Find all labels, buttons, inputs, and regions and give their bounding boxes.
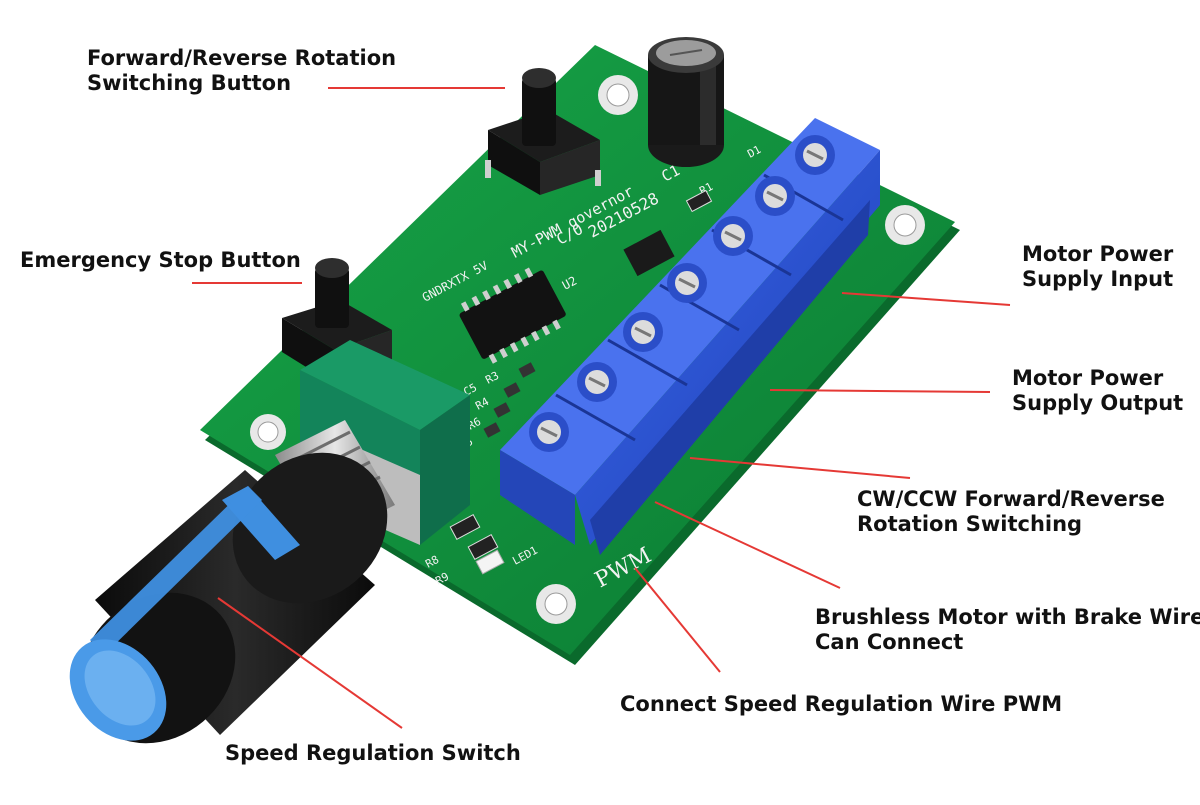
callout-text: CW/CCW Forward/Reverse: [857, 487, 1165, 511]
callout-forward-reverse-button: Forward/Reverse Rotation Switching Butto…: [87, 46, 396, 96]
callout-text: Speed Regulation Switch: [225, 741, 521, 765]
callout-motor-power-input: Motor Power Supply Input: [1022, 242, 1173, 292]
screw-icon: [795, 135, 835, 175]
callout-text: Can Connect: [815, 630, 964, 654]
screw-icon: [529, 412, 569, 452]
callout-text: Supply Output: [1012, 391, 1184, 415]
leader-line-speed-switch: [217, 597, 403, 729]
mounting-hole-icon: [250, 414, 286, 450]
leader-line-brake-wire: [654, 501, 841, 589]
callout-text: Switching Button: [87, 71, 292, 95]
speed-regulation-knob[interactable]: [50, 422, 418, 775]
screw-icon: [755, 176, 795, 216]
callout-brake-wire: Brushless Motor with Brake Wire Can Conn…: [815, 605, 1200, 655]
silkscreen-r3: R3: [483, 369, 501, 387]
leader-line-cw-ccw: [689, 457, 911, 479]
screw-icon: [713, 216, 753, 256]
mounting-hole-icon: [536, 584, 576, 624]
callout-motor-power-output: Motor Power Supply Output: [1012, 366, 1183, 416]
silkscreen-u2: U2: [560, 274, 579, 293]
forward-reverse-button[interactable]: [485, 68, 601, 195]
screw-icon: [623, 312, 663, 352]
callout-text: Forward/Reverse Rotation: [87, 46, 397, 70]
callout-speed-switch: Speed Regulation Switch: [225, 741, 521, 766]
leader-line-motor-input: [841, 292, 1011, 306]
silkscreen-d1: D1: [745, 143, 763, 161]
terminal-screws: [529, 135, 835, 452]
ic-chip: [459, 267, 566, 364]
callout-text: Emergency Stop Button: [20, 248, 301, 272]
leader-lines: [192, 87, 1011, 729]
callout-text: Rotation Switching: [857, 512, 1083, 536]
mounting-hole-icon: [598, 75, 638, 115]
capacitor-icon: [648, 37, 724, 167]
leader-line-motor-output: [769, 389, 991, 393]
screw-icon: [577, 362, 617, 402]
smd-components: [449, 189, 713, 575]
callout-cw-ccw-switching: CW/CCW Forward/Reverse Rotation Switchin…: [857, 487, 1165, 537]
callout-emergency-stop-button: Emergency Stop Button: [20, 248, 301, 273]
silkscreen-r4: R4: [473, 395, 491, 413]
leader-line-pwm: [634, 567, 721, 673]
mounting-hole-icon: [885, 205, 925, 245]
callout-text: Brushless Motor with Brake Wire: [815, 605, 1200, 629]
callout-text: Motor Power: [1022, 242, 1174, 266]
callout-text: Motor Power: [1012, 366, 1164, 390]
silkscreen-r8: R8: [423, 553, 441, 571]
silkscreen-r9: R9: [433, 570, 451, 588]
callout-pwm-wire: Connect Speed Regulation Wire PWM: [620, 692, 1062, 717]
screw-icon: [667, 263, 707, 303]
callout-text: Connect Speed Regulation Wire PWM: [620, 692, 1063, 716]
callout-text: Supply Input: [1022, 267, 1174, 291]
